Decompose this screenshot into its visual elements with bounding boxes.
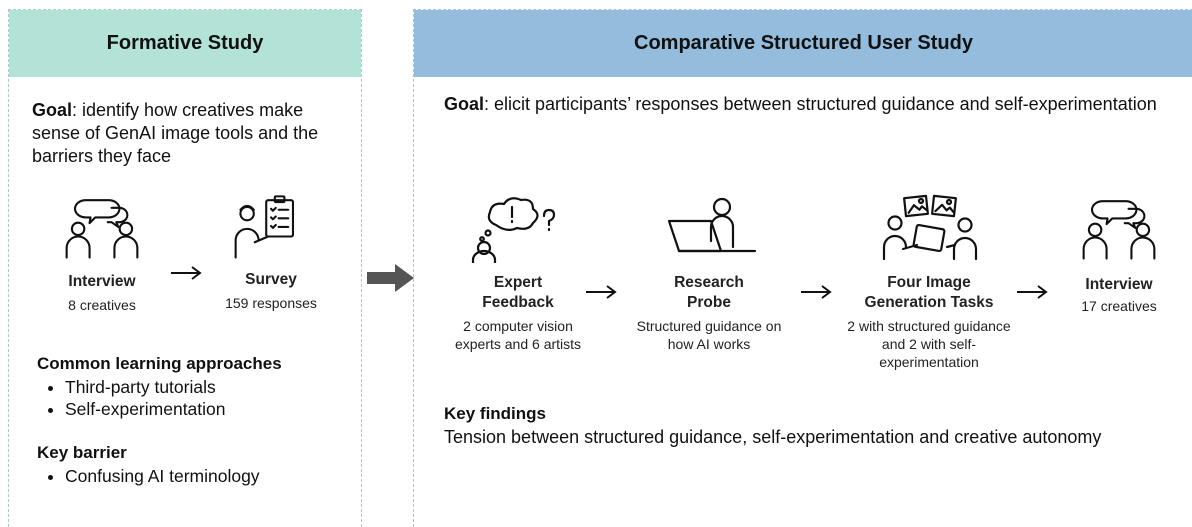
formative-study-title: Formative Study bbox=[106, 32, 264, 54]
node-title: Interview bbox=[1085, 276, 1153, 293]
node-title: Four Image Generation Tasks bbox=[864, 274, 994, 311]
two-people-chatting-icon bbox=[59, 192, 145, 260]
person-at-laptop-icon bbox=[659, 193, 759, 263]
image-generation-tasks-node: Four Image Generation Tasks 2 with struc… bbox=[841, 193, 1017, 371]
node-title: Expert Feedback bbox=[482, 274, 554, 311]
goal-label: Goal bbox=[444, 94, 485, 114]
person-with-clipboard-icon bbox=[228, 192, 314, 260]
list-item: Self-experimentation bbox=[65, 398, 226, 420]
formative-survey-node: Survey 159 responses bbox=[207, 192, 335, 312]
goal-label: Goal bbox=[32, 100, 73, 120]
goal-text: : identify how creatives make sense of G… bbox=[32, 100, 319, 166]
learning-approaches-title: Common learning approaches bbox=[37, 354, 282, 373]
formative-study-panel: Formative Study Goal: identify how creat… bbox=[8, 9, 362, 527]
node-title: Survey bbox=[245, 271, 297, 288]
expert-feedback-node: Expert Feedback 2 computer vision expert… bbox=[440, 193, 596, 353]
key-barrier-title: Key barrier bbox=[37, 443, 127, 462]
arrow-right-icon bbox=[1017, 285, 1048, 299]
two-people-chatting-icon bbox=[1076, 193, 1162, 261]
node-description: 2 computer vision experts and 6 artists bbox=[454, 318, 582, 352]
key-barrier-list: Confusing AI terminology bbox=[39, 465, 260, 487]
comparative-study-panel: Comparative Structured User Study Goal: … bbox=[413, 9, 1192, 527]
key-findings-text: Tension between structured guidance, sel… bbox=[444, 427, 1102, 447]
node-description: 159 responses bbox=[225, 295, 317, 311]
list-item: Third-party tutorials bbox=[65, 376, 226, 398]
research-probe-node: Research Probe Structured guidance on ho… bbox=[632, 193, 786, 353]
formative-study-header: Formative Study bbox=[9, 10, 361, 77]
comparative-interview-node: Interview 17 creatives bbox=[1064, 193, 1174, 315]
comparative-study-title: Comparative Structured User Study bbox=[634, 32, 973, 54]
node-title: Interview bbox=[68, 273, 136, 290]
people-with-images-icon bbox=[879, 193, 979, 263]
node-title: Research Probe bbox=[674, 274, 744, 311]
comparative-study-header: Comparative Structured User Study bbox=[414, 10, 1192, 77]
arrow-right-icon bbox=[801, 285, 832, 299]
learning-approaches-list: Third-party tutorials Self-experimentati… bbox=[39, 376, 226, 420]
person-thinking-icon bbox=[468, 193, 568, 263]
arrow-right-icon bbox=[586, 285, 617, 299]
arrow-right-icon bbox=[171, 266, 202, 280]
goal-text: : elicit participants’ responses between… bbox=[484, 94, 1157, 114]
big-arrow-right-icon bbox=[367, 264, 414, 292]
formative-goal: Goal: identify how creatives make sense … bbox=[32, 99, 352, 168]
comparative-goal: Goal: elicit participants’ responses bet… bbox=[444, 93, 1164, 116]
node-description: 2 with structured guidance and 2 with se… bbox=[847, 318, 1011, 370]
node-description: Structured guidance on how AI works bbox=[636, 318, 782, 352]
list-item: Confusing AI terminology bbox=[65, 465, 260, 487]
node-description: 8 creatives bbox=[68, 297, 136, 313]
formative-interview-node: Interview 8 creatives bbox=[47, 192, 157, 314]
key-findings-title: Key findings bbox=[444, 404, 547, 423]
node-description: 17 creatives bbox=[1081, 298, 1157, 314]
